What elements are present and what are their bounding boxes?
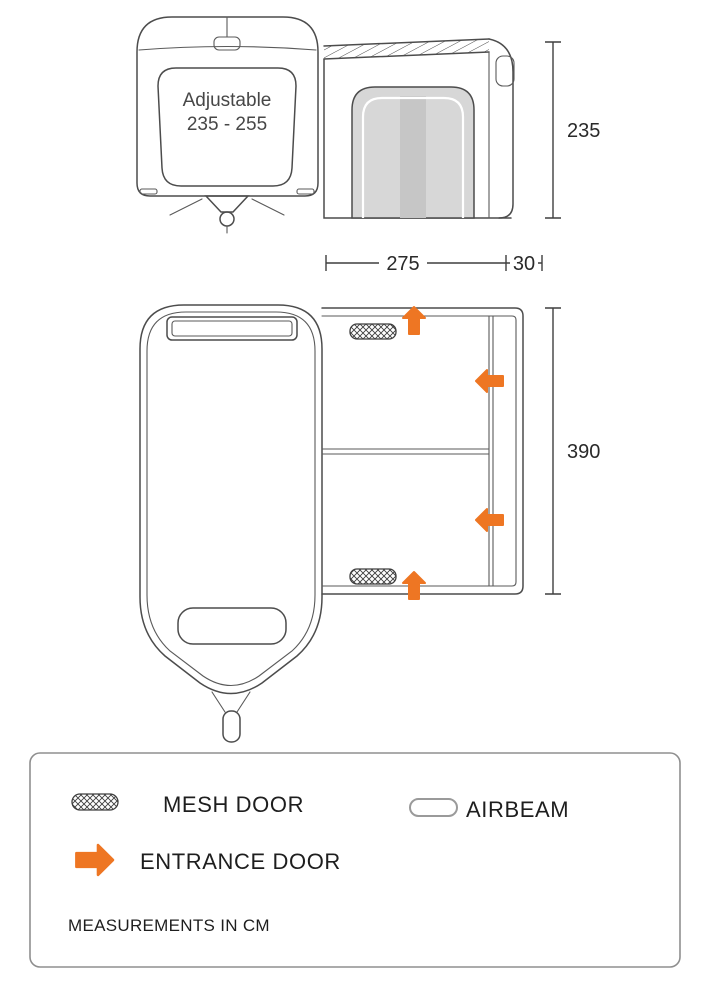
dimension-height: 235 xyxy=(545,41,600,219)
awning-side-view xyxy=(323,38,515,219)
plan-rear-window-outer xyxy=(166,316,298,341)
airbeam-label: AIRBEAM xyxy=(466,797,569,822)
jockey-wheel xyxy=(219,211,235,227)
plan-hitch-coupling xyxy=(222,710,241,743)
adjustable-range-label: 235 - 255 xyxy=(187,114,267,135)
dimension-depth-value: 30 xyxy=(513,253,535,275)
beading-top-line xyxy=(323,38,490,47)
caravan-front-view: Adjustable 235 - 255 xyxy=(136,16,319,234)
side-window xyxy=(495,55,515,87)
marker-light-left xyxy=(139,188,158,195)
dimension-length: 390 xyxy=(545,307,600,595)
awning-plan-view xyxy=(321,306,524,600)
caravan-plan-inner xyxy=(146,311,316,687)
mesh-door-legend-icon xyxy=(71,793,119,811)
airbeam-icon xyxy=(409,798,458,817)
corner-steady-right xyxy=(251,198,285,216)
caravan-roof-line xyxy=(138,45,317,51)
side-door-inner-outline xyxy=(361,96,465,218)
awning-front-divider xyxy=(488,315,494,587)
mesh-door-top-icon xyxy=(349,323,397,340)
dimension-height-value: 235 xyxy=(567,120,600,142)
front-window-panel xyxy=(157,67,297,187)
dimension-depth: 30 xyxy=(506,252,543,275)
awning-plan-outer xyxy=(321,307,524,595)
roof-vent xyxy=(213,36,241,51)
adjustable-label: Adjustable xyxy=(183,90,272,111)
side-front-edge xyxy=(488,38,514,219)
awning-mid-divider xyxy=(321,448,490,455)
legend: MESH DOOR AIRBEAM ENTRANCE DOOR MEASUREM… xyxy=(29,752,681,968)
entrance-door-label: ENTRANCE DOOR xyxy=(140,849,341,874)
plan-front-locker xyxy=(177,607,287,645)
hitch-coupling xyxy=(204,195,250,213)
awning-plan-inner xyxy=(321,315,517,587)
dimension-depth-label-bg xyxy=(510,252,538,273)
dimension-length-value: 390 xyxy=(567,441,600,463)
dimension-width-label-bg xyxy=(379,252,427,273)
caravan-plan-view xyxy=(139,304,323,743)
plan-rear-window-inner xyxy=(171,320,293,337)
dimension-height-line xyxy=(545,41,561,219)
mesh-door-label: MESH DOOR xyxy=(163,792,304,817)
dimension-width-value: 275 xyxy=(386,253,419,275)
plan-hitch-frame xyxy=(211,691,251,713)
mesh-door-bottom-icon xyxy=(349,568,397,585)
marker-light-right xyxy=(296,188,315,195)
beading-bottom-line xyxy=(323,51,490,60)
measurements-note: MEASUREMENTS IN CM xyxy=(68,916,270,935)
dimension-length-line xyxy=(545,307,561,595)
entrance-arrow-top-icon xyxy=(402,306,426,335)
caravan-plan-outer xyxy=(139,304,323,695)
legend-box xyxy=(29,752,681,968)
beading-strip xyxy=(324,39,489,59)
side-door-center-band xyxy=(400,96,426,218)
corner-steady-left xyxy=(169,198,203,216)
dimension-width: 275 xyxy=(325,252,507,275)
